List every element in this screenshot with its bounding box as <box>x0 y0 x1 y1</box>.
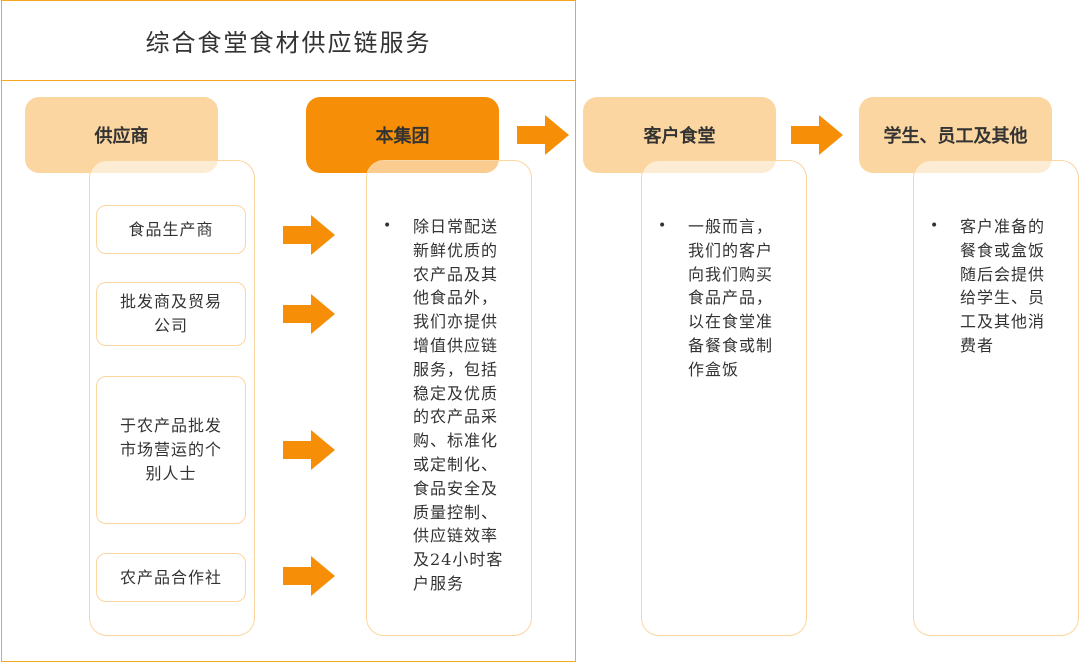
desc-line: 一般而言， <box>688 217 774 236</box>
desc-line: 备餐食或制 <box>688 335 774 355</box>
desc-line: 我们亦提供 <box>413 312 499 332</box>
desc-line: 供应链效率 <box>413 526 499 546</box>
desc-line: 除日常配送 <box>413 217 499 236</box>
desc-line: 他食品外， <box>413 288 499 308</box>
supplier-item-label-line: 市场营运的个 <box>119 440 222 459</box>
bullet-icon: • <box>383 218 393 234</box>
desc-line: 作盒饭 <box>688 359 740 379</box>
desc-line: 户服务 <box>413 573 465 593</box>
supplier-item-label-line: 于农产品批发 <box>119 416 222 435</box>
desc-line: 食品安全及 <box>413 478 499 498</box>
canteen-description-text: 一般而言， 我们的客户 向我们购买 食品产品， 以在食堂准 备餐食或制 作盒饭 <box>688 215 798 382</box>
supplier-item-individuals: 于农产品批发 市场营运的个 别人士 <box>96 376 246 524</box>
arrow-right-icon <box>283 556 335 596</box>
canteen-panel <box>641 160 807 636</box>
arrow-right-icon <box>283 294 335 334</box>
desc-line: 我们的客户 <box>688 240 774 260</box>
diagram-title: 综合食堂食材供应链服务 <box>1 0 576 81</box>
desc-line: 或定制化、 <box>413 454 499 474</box>
consumers-panel <box>913 160 1079 636</box>
supplier-item-label-line: 别人士 <box>145 464 197 483</box>
supplier-item-label: 农产品合作社 <box>119 567 222 587</box>
consumers-description-text: 客户准备的 餐食或盒饭 随后会提供 给学生、员 工及其他消 费者 <box>960 215 1070 358</box>
group-description-text: 除日常配送 新鲜优质的 农产品及其 他食品外， 我们亦提供 增值供应链 服务，包… <box>413 215 523 596</box>
group-panel <box>366 160 532 636</box>
desc-line: 的农产品采 <box>413 407 499 427</box>
supplier-item-food-producer: 食品生产商 <box>96 205 246 254</box>
desc-line: 及24小时客 <box>413 550 504 570</box>
canteen-description: • 一般而言， 我们的客户 向我们购买 食品产品， 以在食堂准 备餐食或制 作盒… <box>658 215 798 382</box>
supplier-item-label-line: 公司 <box>153 316 188 335</box>
supplier-item-cooperative: 农产品合作社 <box>96 553 246 602</box>
desc-line: 食品产品， <box>688 288 774 308</box>
desc-line: 工及其他消 <box>960 312 1046 332</box>
arrow-right-icon <box>283 215 335 255</box>
supplier-item-label: 食品生产商 <box>128 219 214 239</box>
bullet-icon: • <box>930 218 940 234</box>
supplier-item-wholesaler: 批发商及贸易 公司 <box>96 282 246 346</box>
desc-line: 以在食堂准 <box>688 312 774 332</box>
group-frame <box>1 0 576 662</box>
desc-line: 增值供应链 <box>413 335 499 355</box>
desc-line: 向我们购买 <box>688 264 774 284</box>
arrow-right-icon <box>791 115 843 155</box>
desc-line: 购、标准化 <box>413 431 499 451</box>
desc-line: 稳定及优质 <box>413 383 499 403</box>
desc-line: 费者 <box>960 335 995 355</box>
group-description: • 除日常配送 新鲜优质的 农产品及其 他食品外， 我们亦提供 增值供应链 服务… <box>383 215 523 596</box>
desc-line: 新鲜优质的 <box>413 240 499 260</box>
desc-line: 餐食或盒饭 <box>960 240 1046 260</box>
desc-line: 服务，包括 <box>413 359 499 379</box>
desc-line: 客户准备的 <box>960 217 1046 236</box>
arrow-right-icon <box>283 430 335 470</box>
desc-line: 农产品及其 <box>413 264 499 284</box>
supplier-item-label-line: 批发商及贸易 <box>119 292 222 311</box>
consumers-description: • 客户准备的 餐食或盒饭 随后会提供 给学生、员 工及其他消 费者 <box>930 215 1070 358</box>
arrow-right-icon <box>517 115 569 155</box>
desc-line: 质量控制、 <box>413 502 499 522</box>
desc-line: 随后会提供 <box>960 264 1046 284</box>
bullet-icon: • <box>658 218 668 234</box>
desc-line: 给学生、员 <box>960 288 1046 308</box>
